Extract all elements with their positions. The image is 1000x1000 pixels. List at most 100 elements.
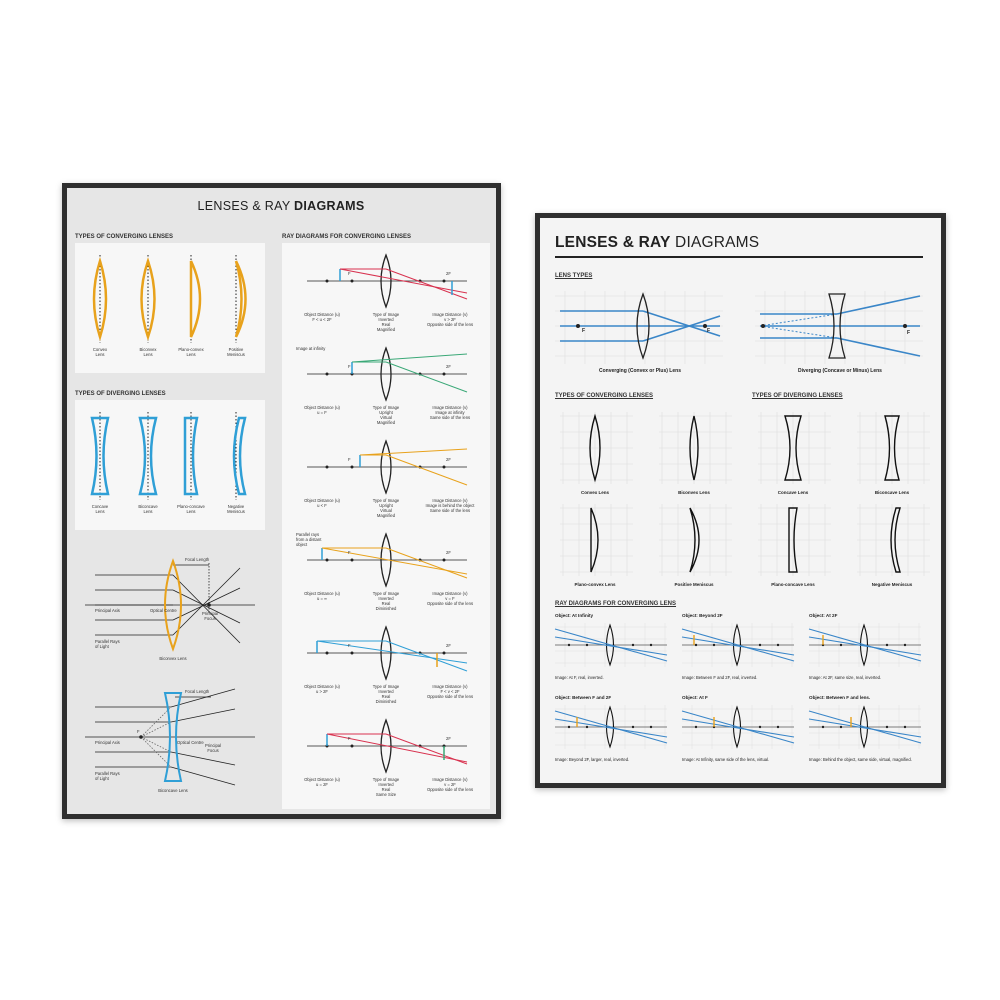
diverging-heading: TYPES OF DIVERGING LENSES (75, 391, 166, 397)
ray-note: Image at infinity (296, 346, 326, 351)
biconvex-principal-focus: Principal Focus (202, 611, 219, 621)
ray-diagram-drawing (307, 718, 468, 774)
object-distance: Object Distance (u) u = F (304, 405, 340, 415)
lens-type-drawing (857, 412, 930, 484)
ray-case-caption: Image: Behind the object, same side, vir… (809, 757, 912, 762)
biconvex-optical-centre: Optical Centre (150, 608, 177, 613)
focus-label-f: F (348, 271, 351, 276)
ray-case-title: Object: Between F and 2F (555, 695, 612, 700)
converging-lens-drawings (92, 255, 247, 343)
lens-type-cell: Positive Meniscus (654, 500, 744, 590)
title-light: LENSES & RAY (197, 199, 291, 213)
focus-label-f: F (348, 736, 351, 741)
lens-type-drawing (857, 504, 930, 576)
image-distance: Image Distance (v) v > 2F Opposite side … (426, 312, 474, 327)
ray-diagram-drawing (307, 625, 468, 681)
focus-point (325, 651, 329, 655)
focus-point (350, 465, 354, 469)
focus-label-f: F (348, 457, 351, 462)
lens-type-cell: Plano-concave Lens (753, 500, 843, 590)
lens-type-drawing (560, 412, 633, 484)
focus-point (350, 279, 354, 283)
ray-diagrams-heading: RAY DIAGRAMS FOR CONVERGING LENSES (282, 234, 412, 240)
focus-point (325, 558, 329, 562)
ray-case-caption: Image: Between F and 2F, real, inverted. (682, 675, 758, 680)
image-distance: Image Distance (v) v = 2F Opposite side … (426, 777, 474, 792)
lens-type-caption: Plano-convex Lens (574, 582, 616, 587)
ray-case-caption: Image: At 2F, same size, real, inverted. (809, 675, 882, 680)
diverging-caption: Diverging (Concave or Minus) Lens (798, 368, 882, 374)
ray-case-caption: Image: At Infinity, same side of the len… (682, 757, 770, 762)
image-type: Type of Image Inverted Real Magnified (372, 312, 400, 332)
image-distance: Image Distance (v) v = F Opposite side o… (426, 591, 474, 606)
image-type: Type of Image Upright Virtual Magnified (372, 498, 400, 518)
converging-type-drawing (555, 291, 723, 364)
focus-point (325, 465, 329, 469)
lens-type-caption: Convex Lens (580, 490, 610, 495)
object-distance: Object Distance (u) u > 2F (304, 684, 340, 694)
diverging-label-4: Negative Meniscus (227, 504, 245, 514)
focus-point (325, 372, 329, 376)
focus-point (325, 279, 329, 283)
lens-type-cell: Biconvex Lens (654, 408, 744, 498)
ray-diagram-drawing (307, 532, 468, 588)
poster-title: LENSES & RAY DIAGRAMS (197, 199, 364, 213)
ray-case: Object: Between F and lens. Image: Behind… (808, 695, 927, 773)
ray-diagram: F 2F Object Distance (u) u < F Type of Imag… (282, 437, 490, 527)
ray-case: Object: At F Image: At Infinity, same sid… (681, 695, 800, 773)
focus-point (442, 279, 446, 283)
focus-label-2f: 2F (446, 457, 451, 462)
converging-lens-card: Convex Lens Biconvex Lens Plano-convex L… (75, 243, 265, 373)
diverging-lens-card: Concave Lens Biconcave Lens Plano-concav… (75, 400, 265, 530)
ray-case-drawing (681, 705, 795, 749)
focus-point (442, 465, 446, 469)
converging-label-1: Convex Lens (92, 347, 108, 357)
image-type: Type of Image Inverted Real Same Size (372, 777, 400, 797)
title-bold: LENSES & RAY (555, 234, 671, 251)
focus-label-f: F (348, 550, 351, 555)
converging-types-heading: TYPES OF CONVERGING LENSES (555, 393, 654, 399)
biconcave-focal-length: Focal Length (185, 689, 210, 694)
diverging-label-3: Plano-concave Lens (177, 504, 205, 514)
converging-label-3: Plano-convex Lens (178, 347, 204, 357)
ray-diagram-drawing (307, 439, 468, 495)
lens-type-drawing (758, 412, 831, 484)
diverging-label-1: Concave Lens (91, 504, 109, 514)
ray-case-drawing (681, 623, 795, 667)
image-distance: Image Distance (v) Image at infinity Sam… (429, 405, 471, 420)
image-distance: Image Distance (v) F < v < 2F Opposite s… (426, 684, 474, 699)
biconcave-rays (85, 688, 255, 786)
lens-type-cell: Convex Lens (555, 408, 645, 498)
image-type: Type of Image Inverted Real Diminished (372, 684, 400, 704)
diverging-lens-drawings (90, 412, 247, 500)
ray-case: Object: Between F and 2F Image: Beyond 2F… (554, 695, 673, 773)
object-distance: Object Distance (u) u = 2F (304, 777, 340, 787)
ray-case-drawing (554, 623, 668, 667)
ray-diagram-drawing (307, 346, 468, 402)
converging-caption: Converging (Convex or Plus) Lens (599, 368, 681, 374)
focus-label-2f: 2F (446, 364, 451, 369)
ray-case-caption: Image: Beyond 2F, larger, real, inverted… (555, 757, 630, 762)
lens-type-cell: Concave Lens (753, 408, 843, 498)
image-distance: Image Distance (v) Image is behind the o… (425, 498, 475, 513)
lens-type-caption: Plano-concave Lens (771, 582, 815, 587)
title-bold: DIAGRAMS (294, 199, 365, 213)
lens-type-caption: Positive Meniscus (674, 582, 714, 587)
focus-point (442, 372, 446, 376)
object-distance: Object Distance (u) F < u < 2F (304, 312, 340, 322)
ray-case-title: Object: Between F and lens. (809, 695, 871, 700)
ray-case-title: Object: At F (682, 695, 708, 700)
object-distance: Object Distance (u) u < F (304, 498, 340, 508)
converging-lens-type: F F Converging (Convex or Plus) Lens (555, 286, 725, 381)
image-type: Type of Image Inverted Real Diminished (372, 591, 400, 611)
ray-case-drawing (808, 623, 922, 667)
poster-lenses-grey: LENSES & RAY DIAGRAMS TYPES OF CONVERGIN… (62, 183, 501, 819)
lens-type-caption: Biconvex Lens (678, 490, 710, 495)
biconcave-principal-axis: Principal Axis (95, 740, 120, 745)
object-distance: Object Distance (u) u = ∞ (304, 591, 340, 601)
